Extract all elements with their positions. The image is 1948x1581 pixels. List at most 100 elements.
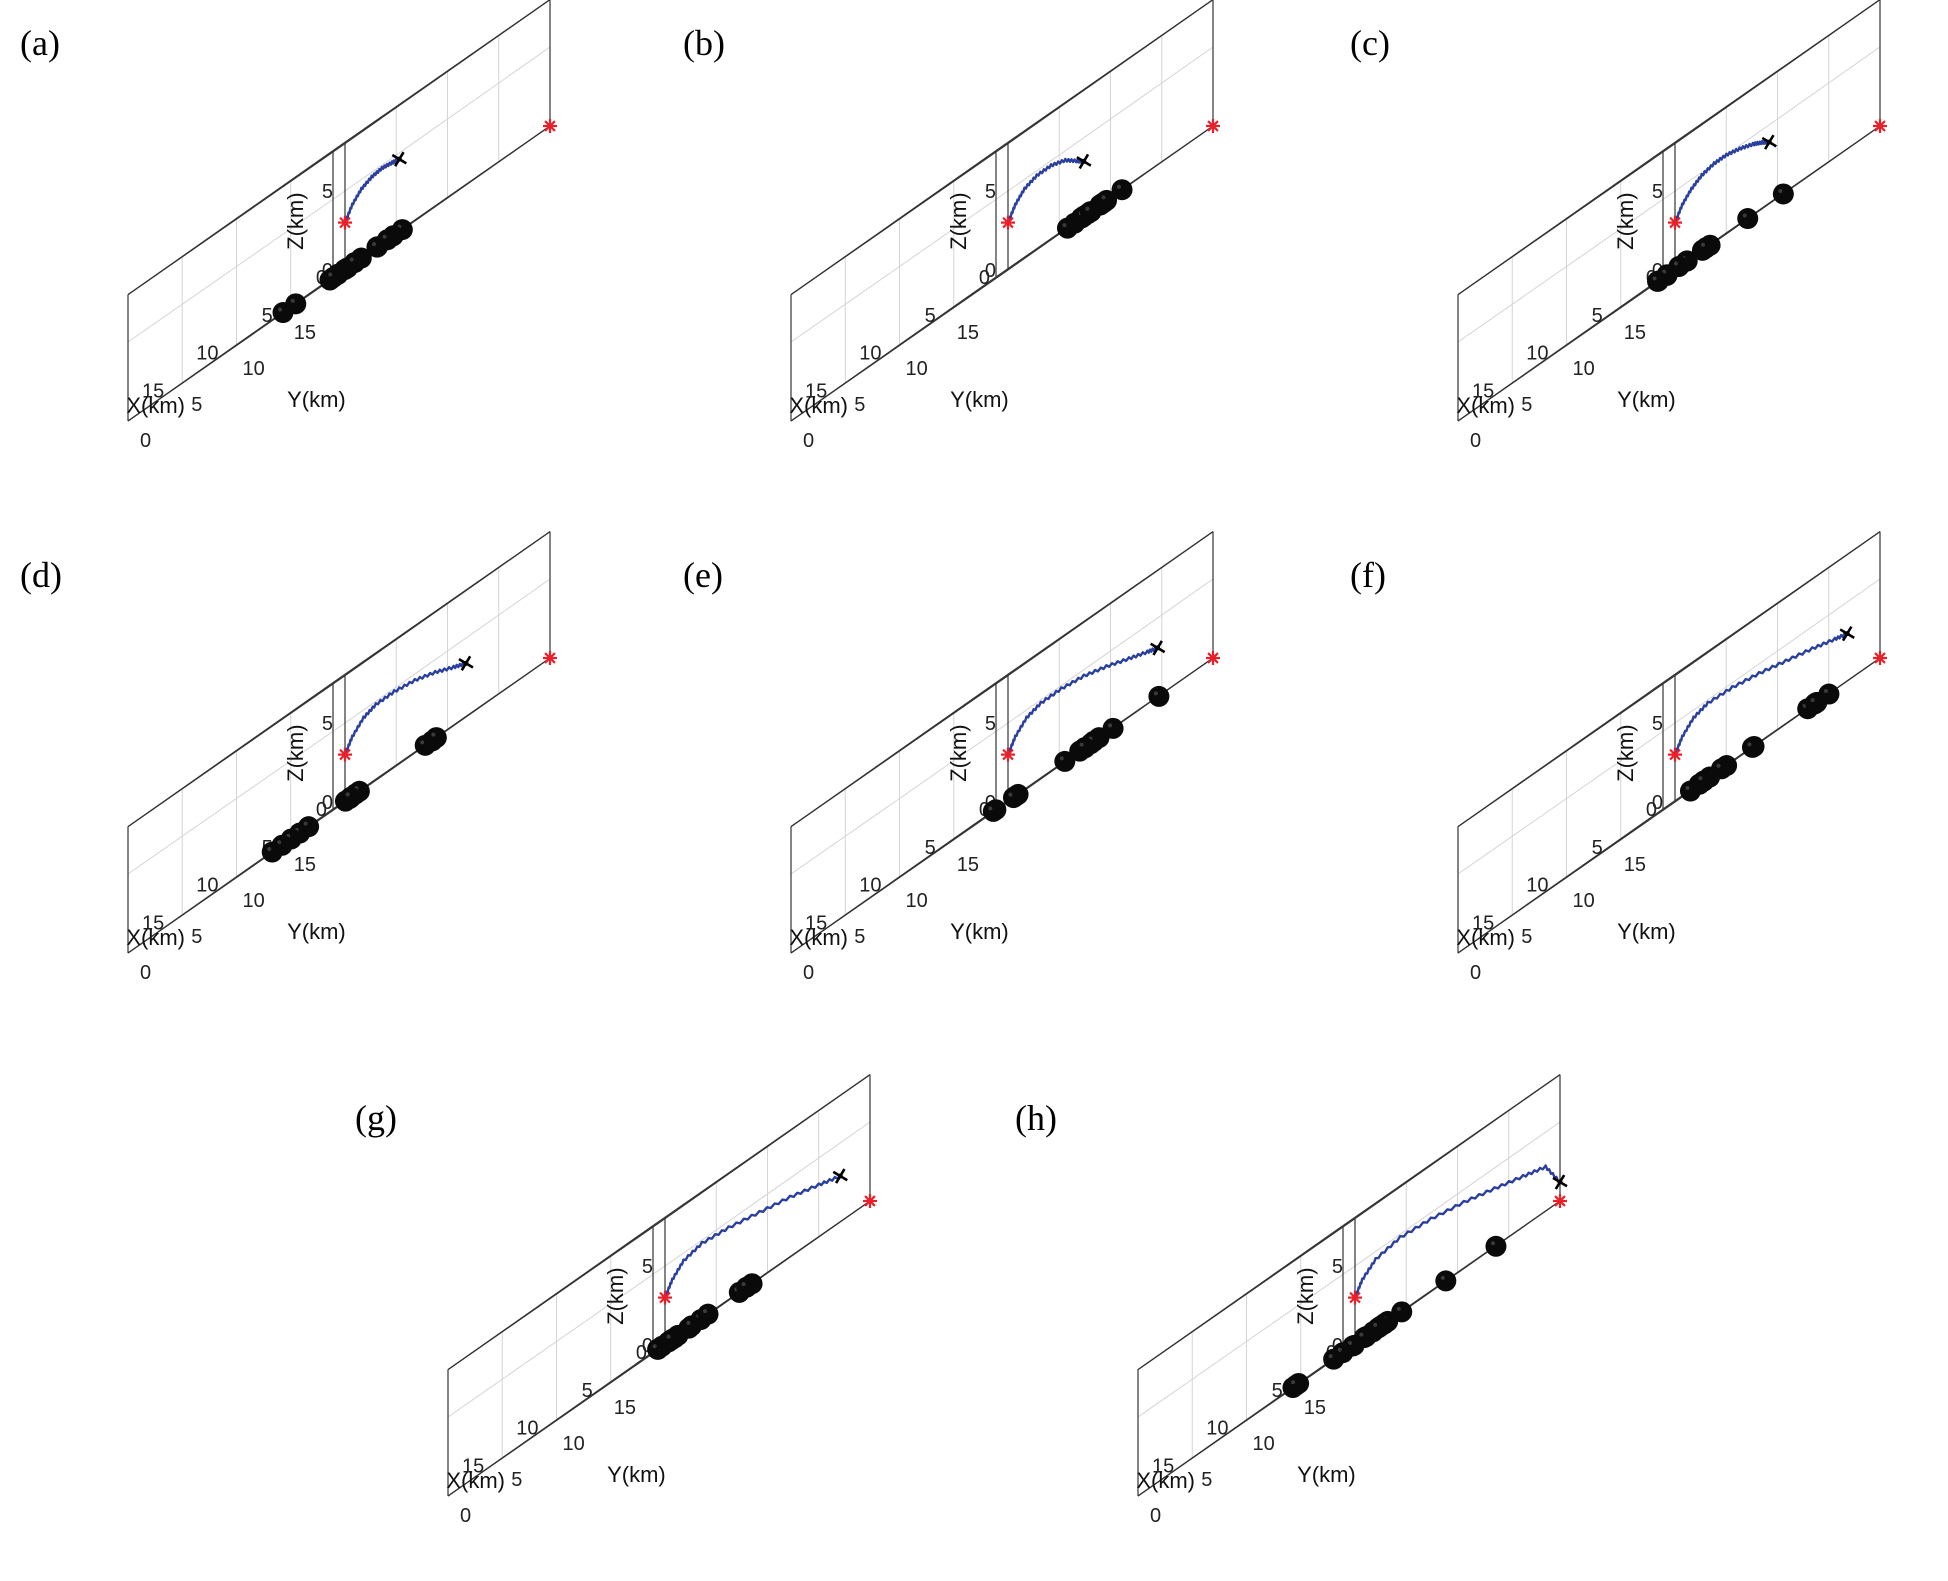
z-tick-label: 5 bbox=[322, 181, 333, 203]
obstacle-sphere bbox=[366, 236, 388, 258]
obstacle-sphere bbox=[1353, 1327, 1375, 1349]
axis-box-edge bbox=[652, 1074, 871, 1227]
axis-box-edge bbox=[1662, 531, 1881, 684]
x-tick-label: 15 bbox=[142, 912, 164, 934]
axis-box-edge bbox=[1662, 0, 1881, 152]
y-tick-label: 10 bbox=[243, 890, 265, 912]
z-tick-label: 5 bbox=[1652, 181, 1663, 203]
axis-box-edge bbox=[1457, 682, 1664, 828]
x-tick-label: 15 bbox=[1472, 380, 1494, 402]
y-tick-label: 5 bbox=[1521, 926, 1532, 948]
grid-line bbox=[1457, 722, 1676, 875]
start-marker bbox=[1001, 215, 1015, 230]
goal-marker bbox=[863, 1194, 877, 1208]
obstacle-sphere bbox=[298, 816, 320, 838]
x-axis-label: X(km) bbox=[446, 1468, 505, 1493]
path-line bbox=[344, 157, 401, 223]
y-tick-label: 0 bbox=[140, 962, 151, 984]
obstacle-sphere bbox=[1695, 237, 1717, 259]
grid-line bbox=[127, 190, 346, 343]
obstacle-sphere bbox=[1692, 770, 1714, 792]
y-tick-label: 15 bbox=[957, 854, 979, 876]
y-tick-label: 5 bbox=[191, 394, 202, 416]
obstacle-sphere bbox=[697, 1303, 719, 1325]
axis-box-edge bbox=[1457, 150, 1664, 296]
y-tick-label: 5 bbox=[854, 394, 865, 416]
obstacle-sphere bbox=[1737, 208, 1759, 230]
axis-box-edge bbox=[995, 531, 1214, 684]
y-tick-label: 0 bbox=[460, 1505, 471, 1527]
panel-label: (c) bbox=[1350, 23, 1390, 63]
x-tick-label: 15 bbox=[805, 380, 827, 402]
x-tick-label: 15 bbox=[805, 912, 827, 934]
obstacle-sphere bbox=[272, 302, 294, 324]
obstacle-sphere bbox=[1332, 1342, 1354, 1364]
y-axis-label: Y(km) bbox=[287, 919, 346, 944]
obstacle-sphere bbox=[661, 1329, 683, 1351]
x-axis-label: X(km) bbox=[789, 925, 848, 950]
grid-line bbox=[790, 190, 1009, 343]
obstacle-sphere bbox=[1096, 189, 1118, 211]
x-tick-label: 15 bbox=[1472, 912, 1494, 934]
grid-line bbox=[1674, 578, 1881, 724]
goal-marker bbox=[1206, 651, 1220, 665]
panel-label: (a) bbox=[20, 23, 60, 63]
y-tick-label: 10 bbox=[1573, 358, 1595, 380]
grid-line bbox=[1354, 1121, 1561, 1267]
start-marker bbox=[1001, 747, 1015, 762]
path-line bbox=[664, 1175, 842, 1298]
y-tick-label: 5 bbox=[511, 1469, 522, 1491]
y-tick-label: 5 bbox=[1201, 1469, 1212, 1491]
z-axis-label: Z(km) bbox=[946, 724, 971, 781]
axis-box-edge bbox=[1137, 1351, 1344, 1497]
x-tick-label: 15 bbox=[1152, 1455, 1174, 1477]
x-tick-label: 5 bbox=[1592, 305, 1603, 327]
z-tick-label: 0 bbox=[322, 792, 333, 814]
path-line bbox=[1354, 1164, 1561, 1298]
x-tick-label: 5 bbox=[582, 1380, 593, 1402]
z-tick-label: 5 bbox=[1332, 1256, 1343, 1278]
panel-label: (f) bbox=[1350, 555, 1386, 595]
x-tick-label: 10 bbox=[196, 875, 218, 897]
grid-line bbox=[1007, 578, 1214, 724]
axis-box-edge bbox=[1457, 808, 1664, 954]
x-tick-label: 5 bbox=[1592, 837, 1603, 859]
y-tick-label: 0 bbox=[1150, 1505, 1161, 1527]
grid-line bbox=[1137, 1265, 1356, 1418]
y-tick-label: 10 bbox=[563, 1433, 585, 1455]
y-tick-label: 15 bbox=[294, 854, 316, 876]
axis-box-edge bbox=[790, 808, 997, 954]
axis-box-edge bbox=[447, 1351, 654, 1497]
x-axis-label: X(km) bbox=[1136, 1468, 1195, 1493]
obstacle-sphere bbox=[1054, 750, 1076, 772]
x-tick-label: 5 bbox=[262, 305, 273, 327]
goal-marker bbox=[1873, 119, 1887, 133]
path-line bbox=[344, 661, 467, 755]
obstacle-sphere bbox=[344, 252, 366, 274]
x-tick-label: 10 bbox=[859, 343, 881, 365]
grid-line bbox=[344, 578, 551, 724]
y-tick-label: 10 bbox=[906, 890, 928, 912]
goal-marker bbox=[1206, 119, 1220, 133]
y-axis-label: Y(km) bbox=[1617, 387, 1676, 412]
z-axis-label: Z(km) bbox=[1613, 192, 1638, 249]
x-axis-label: X(km) bbox=[789, 393, 848, 418]
goal-marker bbox=[1873, 651, 1887, 665]
y-tick-label: 10 bbox=[906, 358, 928, 380]
obstacle-sphere bbox=[1485, 1235, 1507, 1257]
panel-label: (g) bbox=[355, 1098, 397, 1138]
z-axis-label: Z(km) bbox=[1613, 724, 1638, 781]
uav-marker bbox=[1761, 134, 1777, 150]
y-tick-label: 15 bbox=[614, 1397, 636, 1419]
start-marker bbox=[338, 215, 352, 230]
obstacle-sphere bbox=[1148, 685, 1170, 707]
start-marker bbox=[1668, 215, 1682, 230]
axis-box-edge bbox=[332, 0, 551, 152]
uav-marker bbox=[1552, 1174, 1568, 1190]
x-tick-label: 15 bbox=[462, 1455, 484, 1477]
